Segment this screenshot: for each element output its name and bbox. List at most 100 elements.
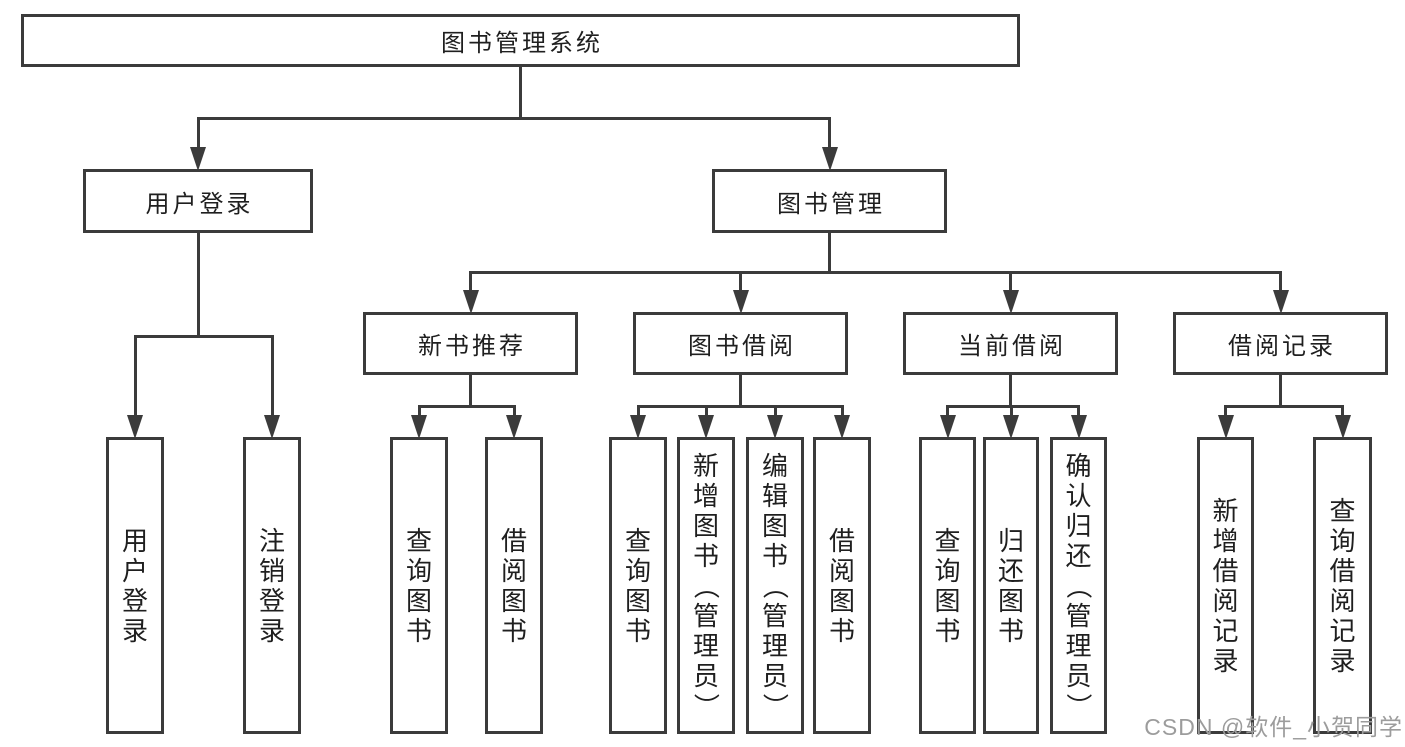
node-label-char: 编 xyxy=(761,450,788,481)
node-label-char: 阅 xyxy=(500,555,527,586)
node-label-char: 还 xyxy=(997,555,1024,586)
connector-line xyxy=(469,272,472,294)
connector-line xyxy=(196,233,200,336)
connector-line xyxy=(1009,406,1013,419)
node-label-char: ） xyxy=(760,692,790,719)
node-label: 当前借阅 xyxy=(958,333,1066,360)
node-label-char: 阅 xyxy=(1212,585,1239,616)
node-label-char: 查 xyxy=(624,525,651,556)
node-label-char: 认 xyxy=(1065,480,1092,511)
arrow-down-icon xyxy=(732,290,749,314)
node-label-char: 理 xyxy=(1065,630,1092,661)
node-label-char: 归 xyxy=(1065,510,1092,541)
node-label-char: 图 xyxy=(997,585,1024,616)
node-label-char: 查 xyxy=(1329,495,1356,526)
arrow-down-icon xyxy=(127,415,143,439)
node-label-char: 归 xyxy=(997,525,1024,556)
node-br-add-record: 新增借阅记录 xyxy=(1197,437,1254,734)
connector-line xyxy=(773,406,777,419)
node-label-char: 增 xyxy=(692,480,719,511)
node-cb-confirm-return: 确认归还（管理员） xyxy=(1050,437,1107,734)
node-label-char: 询 xyxy=(934,555,961,586)
node-label-char: 书 xyxy=(828,615,855,646)
node-label-char: 理 xyxy=(761,630,788,661)
arrow-down-icon xyxy=(1334,415,1351,439)
node-label-char: 书 xyxy=(624,615,651,646)
connector-line xyxy=(519,67,522,118)
node-label-char: 销 xyxy=(258,555,285,586)
arrow-down-icon xyxy=(767,415,783,439)
node-label-char: 书 xyxy=(761,540,788,571)
node-label-char: 管 xyxy=(1065,600,1092,631)
node-label-char: 询 xyxy=(624,555,651,586)
connector-line xyxy=(270,336,274,419)
node-book-borrow: 图书借阅 xyxy=(633,312,848,375)
connector-line xyxy=(1224,406,1227,419)
connector-line xyxy=(739,375,742,406)
node-label-char: ） xyxy=(691,692,721,719)
node-label-char: 注 xyxy=(258,525,285,556)
connector-line xyxy=(636,404,844,408)
node-label-char: 图 xyxy=(624,585,651,616)
node-borrow-records: 借阅记录 xyxy=(1173,312,1388,375)
node-user-login: 用户登录 xyxy=(83,169,313,233)
node-nbr-borrow-books: 借阅图书 xyxy=(485,437,543,734)
node-label-char: 登 xyxy=(121,585,148,616)
connector-line xyxy=(469,270,1282,274)
node-label-char: ） xyxy=(1063,692,1094,719)
connector-line xyxy=(1279,272,1282,294)
arrow-down-icon xyxy=(1272,290,1289,314)
node-bb-query-books: 查询图书 xyxy=(609,437,667,734)
arrow-down-icon xyxy=(834,415,850,439)
node-label-char: 借 xyxy=(1212,555,1239,586)
connector-line xyxy=(704,406,708,419)
node-label-char: 记 xyxy=(1329,615,1356,646)
node-label-char: 记 xyxy=(1212,615,1239,646)
node-current-borrow: 当前借阅 xyxy=(903,312,1118,375)
arrow-down-icon xyxy=(411,415,427,439)
node-label-char: 增 xyxy=(1212,525,1239,556)
arrow-down-icon xyxy=(506,415,522,439)
node-label-char: 借 xyxy=(500,525,527,556)
node-label-char: 图 xyxy=(500,585,527,616)
connector-line xyxy=(512,406,516,419)
node-label-char: 新 xyxy=(1212,495,1239,526)
arrow-down-icon xyxy=(698,415,714,439)
arrow-down-icon xyxy=(1003,415,1019,439)
connector-line xyxy=(133,336,137,419)
node-label-char: 书 xyxy=(692,540,719,571)
arrow-down-icon xyxy=(264,415,280,439)
node-label-char: 询 xyxy=(1329,525,1356,556)
connector-line xyxy=(946,406,949,419)
node-label: 借阅记录 xyxy=(1228,333,1336,360)
node-label: 用户登录 xyxy=(145,190,254,218)
node-label-char: 书 xyxy=(500,615,527,646)
node-label-char: 查 xyxy=(934,525,961,556)
node-new-book-rec: 新书推荐 xyxy=(363,312,578,375)
node-label-char: 图 xyxy=(828,585,855,616)
node-book-mgmt: 图书管理 xyxy=(712,169,947,233)
connector-line xyxy=(946,404,1080,408)
node-label-char: 借 xyxy=(1329,555,1356,586)
node-label-char: 询 xyxy=(405,555,432,586)
connector-line xyxy=(828,233,831,272)
node-label-char: 录 xyxy=(258,615,285,646)
node-label: 图书借阅 xyxy=(688,333,796,360)
connector-line xyxy=(1341,406,1344,419)
node-label-char: （ xyxy=(760,572,790,599)
node-nbr-query-books: 查询图书 xyxy=(390,437,448,734)
node-label: 图书管理系统 xyxy=(441,30,603,57)
connector-line xyxy=(636,406,640,419)
connector-line xyxy=(1009,272,1012,294)
arrow-down-icon xyxy=(1070,415,1087,439)
node-label-char: 户 xyxy=(121,555,148,586)
connector-line xyxy=(417,406,421,419)
node-label-char: 图 xyxy=(934,585,961,616)
node-label-char: 书 xyxy=(405,615,432,646)
node-label-char: （ xyxy=(1063,572,1094,599)
node-label-char: 确 xyxy=(1065,450,1092,481)
node-label-char: 还 xyxy=(1065,540,1092,571)
node-br-query-record: 查询借阅记录 xyxy=(1313,437,1372,734)
arrow-down-icon xyxy=(462,290,479,314)
